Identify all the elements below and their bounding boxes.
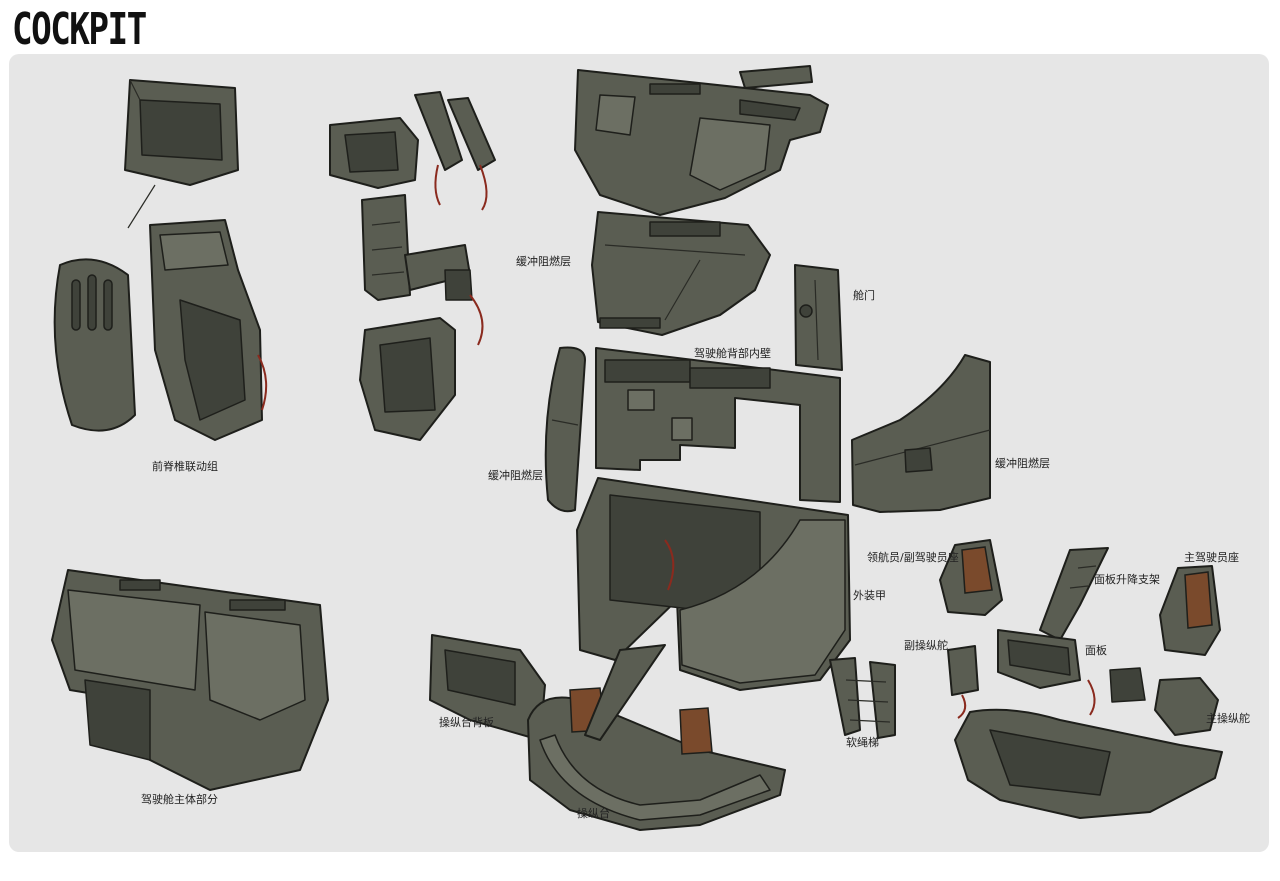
label-console-back-plate: 操纵台背板 xyxy=(439,716,494,729)
label-co-control-stick: 副操纵舵 xyxy=(904,639,948,652)
cockpit-main-body-part xyxy=(51,569,329,791)
main-control-stick-part xyxy=(1087,667,1219,736)
label-hatch: 舱门 xyxy=(853,289,875,302)
floor-platform-part xyxy=(954,708,1223,819)
label-navigator-copilot-seat: 领航员/副驾驶员座 xyxy=(867,551,959,564)
label-cockpit-back-inner-wall: 驾驶舱背部内壁 xyxy=(694,347,771,360)
co-control-stick-part xyxy=(947,645,979,719)
label-panel-lift-bracket: 面板升降支架 xyxy=(1094,573,1160,586)
label-main-control-stick: 主操纵舵 xyxy=(1206,712,1250,725)
navigator-copilot-seat-part xyxy=(939,539,1003,616)
main-pilot-seat-part xyxy=(1159,565,1221,656)
console-back-plate-part xyxy=(429,634,546,741)
label-panel: 面板 xyxy=(1085,644,1107,657)
label-rope-ladder: 软绳梯 xyxy=(846,736,879,749)
control-linkage-part xyxy=(329,91,496,441)
hatch-part xyxy=(794,264,843,371)
console-part xyxy=(527,644,786,831)
label-cockpit-main-body: 驾驶舱主体部分 xyxy=(141,793,218,806)
label-buffer-layer-top: 缓冲阻燃层 xyxy=(516,255,571,268)
panel-part xyxy=(997,629,1081,689)
page-title: COCKPIT xyxy=(12,4,147,55)
label-console: 操纵台 xyxy=(577,807,610,820)
front-spine-linkage-part xyxy=(53,79,268,441)
buffer-layer-top-part xyxy=(591,211,771,336)
buffer-layer-left-part xyxy=(544,346,586,513)
top-shell-part xyxy=(574,65,829,216)
label-outer-armor: 外装甲 xyxy=(853,589,886,602)
cockpit-back-inner-wall-part xyxy=(595,347,841,503)
label-main-pilot-seat: 主驾驶员座 xyxy=(1184,551,1239,564)
outer-armor-part xyxy=(576,477,851,691)
label-buffer-layer-left: 缓冲阻燃层 xyxy=(488,469,543,482)
rope-ladder-part xyxy=(829,657,896,739)
label-front-spine-linkage: 前脊椎联动组 xyxy=(152,460,218,473)
label-buffer-layer-right: 缓冲阻燃层 xyxy=(995,457,1050,470)
buffer-layer-right-part xyxy=(851,354,991,513)
panel-lift-bracket-part xyxy=(1039,547,1109,641)
